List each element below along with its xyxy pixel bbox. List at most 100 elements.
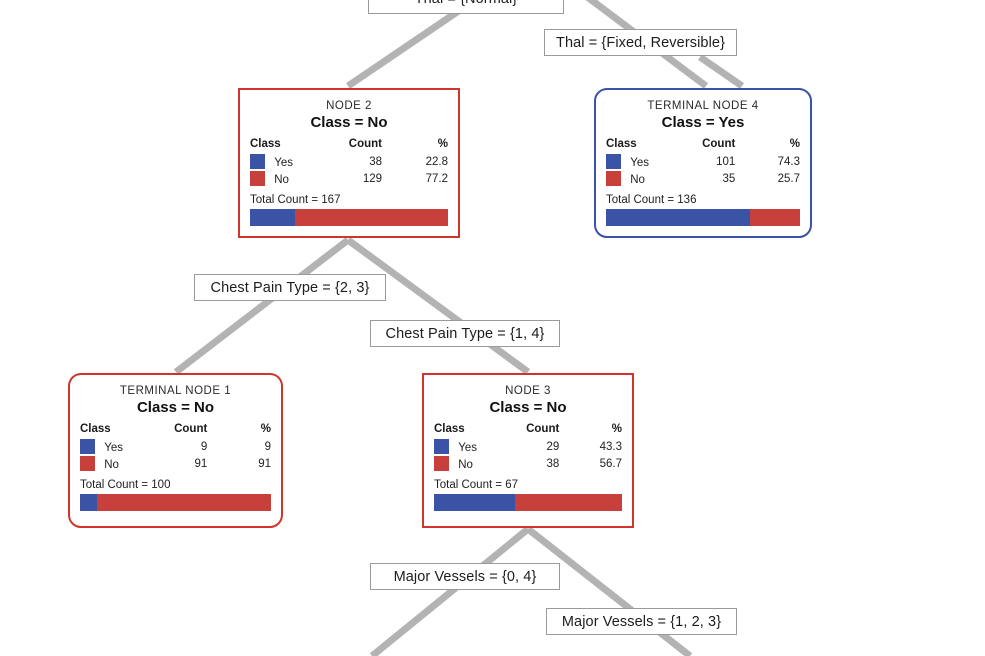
- row-count: 38: [369, 155, 382, 168]
- node-class-label: Class = No: [489, 399, 567, 416]
- row-label: Yes: [458, 442, 477, 454]
- bar-segment-no: [515, 494, 622, 511]
- total-count-label: Total Count = 100: [80, 479, 171, 491]
- legend-swatch-no-icon: [80, 456, 95, 471]
- row-percent: 77.2: [425, 172, 448, 185]
- edge-label-text: Major Vessels = {0, 4}: [393, 568, 537, 585]
- row-count: 129: [362, 172, 382, 185]
- edge-label-text: Thal = {Fixed, Reversible}: [555, 34, 726, 51]
- row-label: Yes: [104, 442, 123, 454]
- row-count: 101: [716, 155, 736, 168]
- table-header-row: Class Count %: [606, 138, 800, 153]
- table-row: Yes 9 9: [80, 438, 271, 455]
- node-title: TERMINAL NODE 4: [647, 100, 759, 112]
- bar-segment-no: [295, 209, 448, 226]
- node-title: TERMINAL NODE 1: [119, 385, 232, 397]
- edge-label-text: Chest Pain Type = {1, 4}: [385, 325, 545, 342]
- header-percent: %: [611, 423, 622, 435]
- bar-segment-no: [97, 494, 271, 511]
- edge-label-major-vessels-0-4[interactable]: Major Vessels = {0, 4}: [370, 563, 560, 590]
- row-label: No: [630, 174, 645, 186]
- row-percent: 91: [258, 457, 271, 470]
- bar-segment-yes: [606, 209, 751, 226]
- legend-swatch-yes-icon: [606, 154, 621, 169]
- edge-label-thal-normal[interactable]: Thal = {Normal}: [368, 0, 564, 14]
- row-label: Yes: [630, 157, 649, 169]
- bar-segment-yes: [250, 209, 296, 226]
- row-label: No: [274, 174, 289, 186]
- legend-swatch-no-icon: [606, 171, 621, 186]
- legend-swatch-no-icon: [250, 171, 265, 186]
- row-percent: 74.3: [777, 155, 800, 168]
- header-count: Count: [526, 423, 560, 435]
- connector-root-to-node2: [346, 3, 468, 89]
- header-class: Class: [606, 138, 637, 150]
- table-row: No 35 25.7: [606, 170, 800, 187]
- class-distribution-table: Class Count % Yes 101 74.3 No 35 25.7: [606, 138, 800, 187]
- connector-node3-to-right: [525, 526, 693, 656]
- edge-label-text: Major Vessels = {1, 2, 3}: [561, 613, 722, 630]
- header-percent: %: [789, 138, 800, 150]
- table-row: No 38 56.7: [434, 455, 622, 472]
- total-count-label: Total Count = 67: [434, 479, 519, 491]
- edge-label-chest-pain-1-4[interactable]: Chest Pain Type = {1, 4}: [370, 320, 560, 347]
- row-label: Yes: [274, 157, 293, 169]
- row-percent: 56.7: [599, 457, 622, 470]
- connector-node2-to-node3: [345, 237, 531, 375]
- bar-segment-yes: [434, 494, 516, 511]
- node-2[interactable]: NODE 2 Class = No Class Count % Yes 38 2…: [238, 88, 460, 238]
- table-row: No 129 77.2: [250, 170, 448, 187]
- header-class: Class: [250, 138, 281, 150]
- row-label: No: [104, 459, 119, 471]
- node-3[interactable]: NODE 3 Class = No Class Count % Yes 29 4…: [422, 373, 634, 528]
- node-title: NODE 2: [326, 100, 372, 112]
- legend-swatch-yes-icon: [434, 439, 449, 454]
- node-class-label: Class = No: [310, 114, 388, 131]
- table-header-row: Class Count %: [250, 138, 448, 153]
- edge-label-text: Chest Pain Type = {2, 3}: [210, 279, 370, 296]
- table-row: No 91 91: [80, 455, 271, 472]
- terminal-node-4[interactable]: TERMINAL NODE 4 Class = Yes Class Count …: [594, 88, 812, 238]
- edge-label-text: Thal = {Normal}: [415, 0, 518, 7]
- legend-swatch-yes-icon: [250, 154, 265, 169]
- bar-segment-yes: [80, 494, 98, 511]
- bar-segment-no: [750, 209, 800, 226]
- distribution-bar: [434, 494, 622, 511]
- header-percent: %: [437, 138, 448, 150]
- node-class-label: Class = Yes: [661, 114, 745, 131]
- node-class-label: Class = No: [136, 399, 215, 416]
- row-count: 9: [200, 440, 208, 453]
- header-class: Class: [80, 423, 111, 435]
- edge-label-major-vessels-1-2-3[interactable]: Major Vessels = {1, 2, 3}: [546, 608, 737, 635]
- table-header-row: Class Count %: [80, 423, 271, 438]
- header-count: Count: [348, 138, 382, 150]
- table-row: Yes 29 43.3: [434, 438, 622, 455]
- row-percent: 25.7: [777, 172, 800, 185]
- legend-swatch-no-icon: [434, 456, 449, 471]
- table-header-row: Class Count %: [434, 423, 622, 438]
- row-label: No: [458, 459, 473, 471]
- node-title: NODE 3: [505, 385, 551, 397]
- row-percent: 43.3: [599, 440, 622, 453]
- row-count: 91: [194, 457, 208, 470]
- row-percent: 22.8: [425, 155, 448, 168]
- header-count: Count: [174, 423, 208, 435]
- header-percent: %: [260, 423, 271, 435]
- total-count-label: Total Count = 136: [606, 194, 697, 206]
- connector-node2-to-terminal1: [173, 237, 351, 375]
- table-row: Yes 38 22.8: [250, 153, 448, 170]
- table-row: Yes 101 74.3: [606, 153, 800, 170]
- distribution-bar: [606, 209, 800, 226]
- row-count: 29: [546, 440, 560, 453]
- header-class: Class: [434, 423, 465, 435]
- edge-label-chest-pain-2-3[interactable]: Chest Pain Type = {2, 3}: [194, 274, 386, 301]
- terminal-node-1[interactable]: TERMINAL NODE 1 Class = No Class Count %…: [68, 373, 283, 528]
- legend-swatch-yes-icon: [80, 439, 95, 454]
- class-distribution-table: Class Count % Yes 9 9 No 91 91: [80, 423, 271, 472]
- header-count: Count: [702, 138, 736, 150]
- row-count: 35: [722, 172, 736, 185]
- edge-label-thal-fixed-reversible[interactable]: Thal = {Fixed, Reversible}: [544, 29, 737, 56]
- connector-node3-to-left: [369, 526, 531, 656]
